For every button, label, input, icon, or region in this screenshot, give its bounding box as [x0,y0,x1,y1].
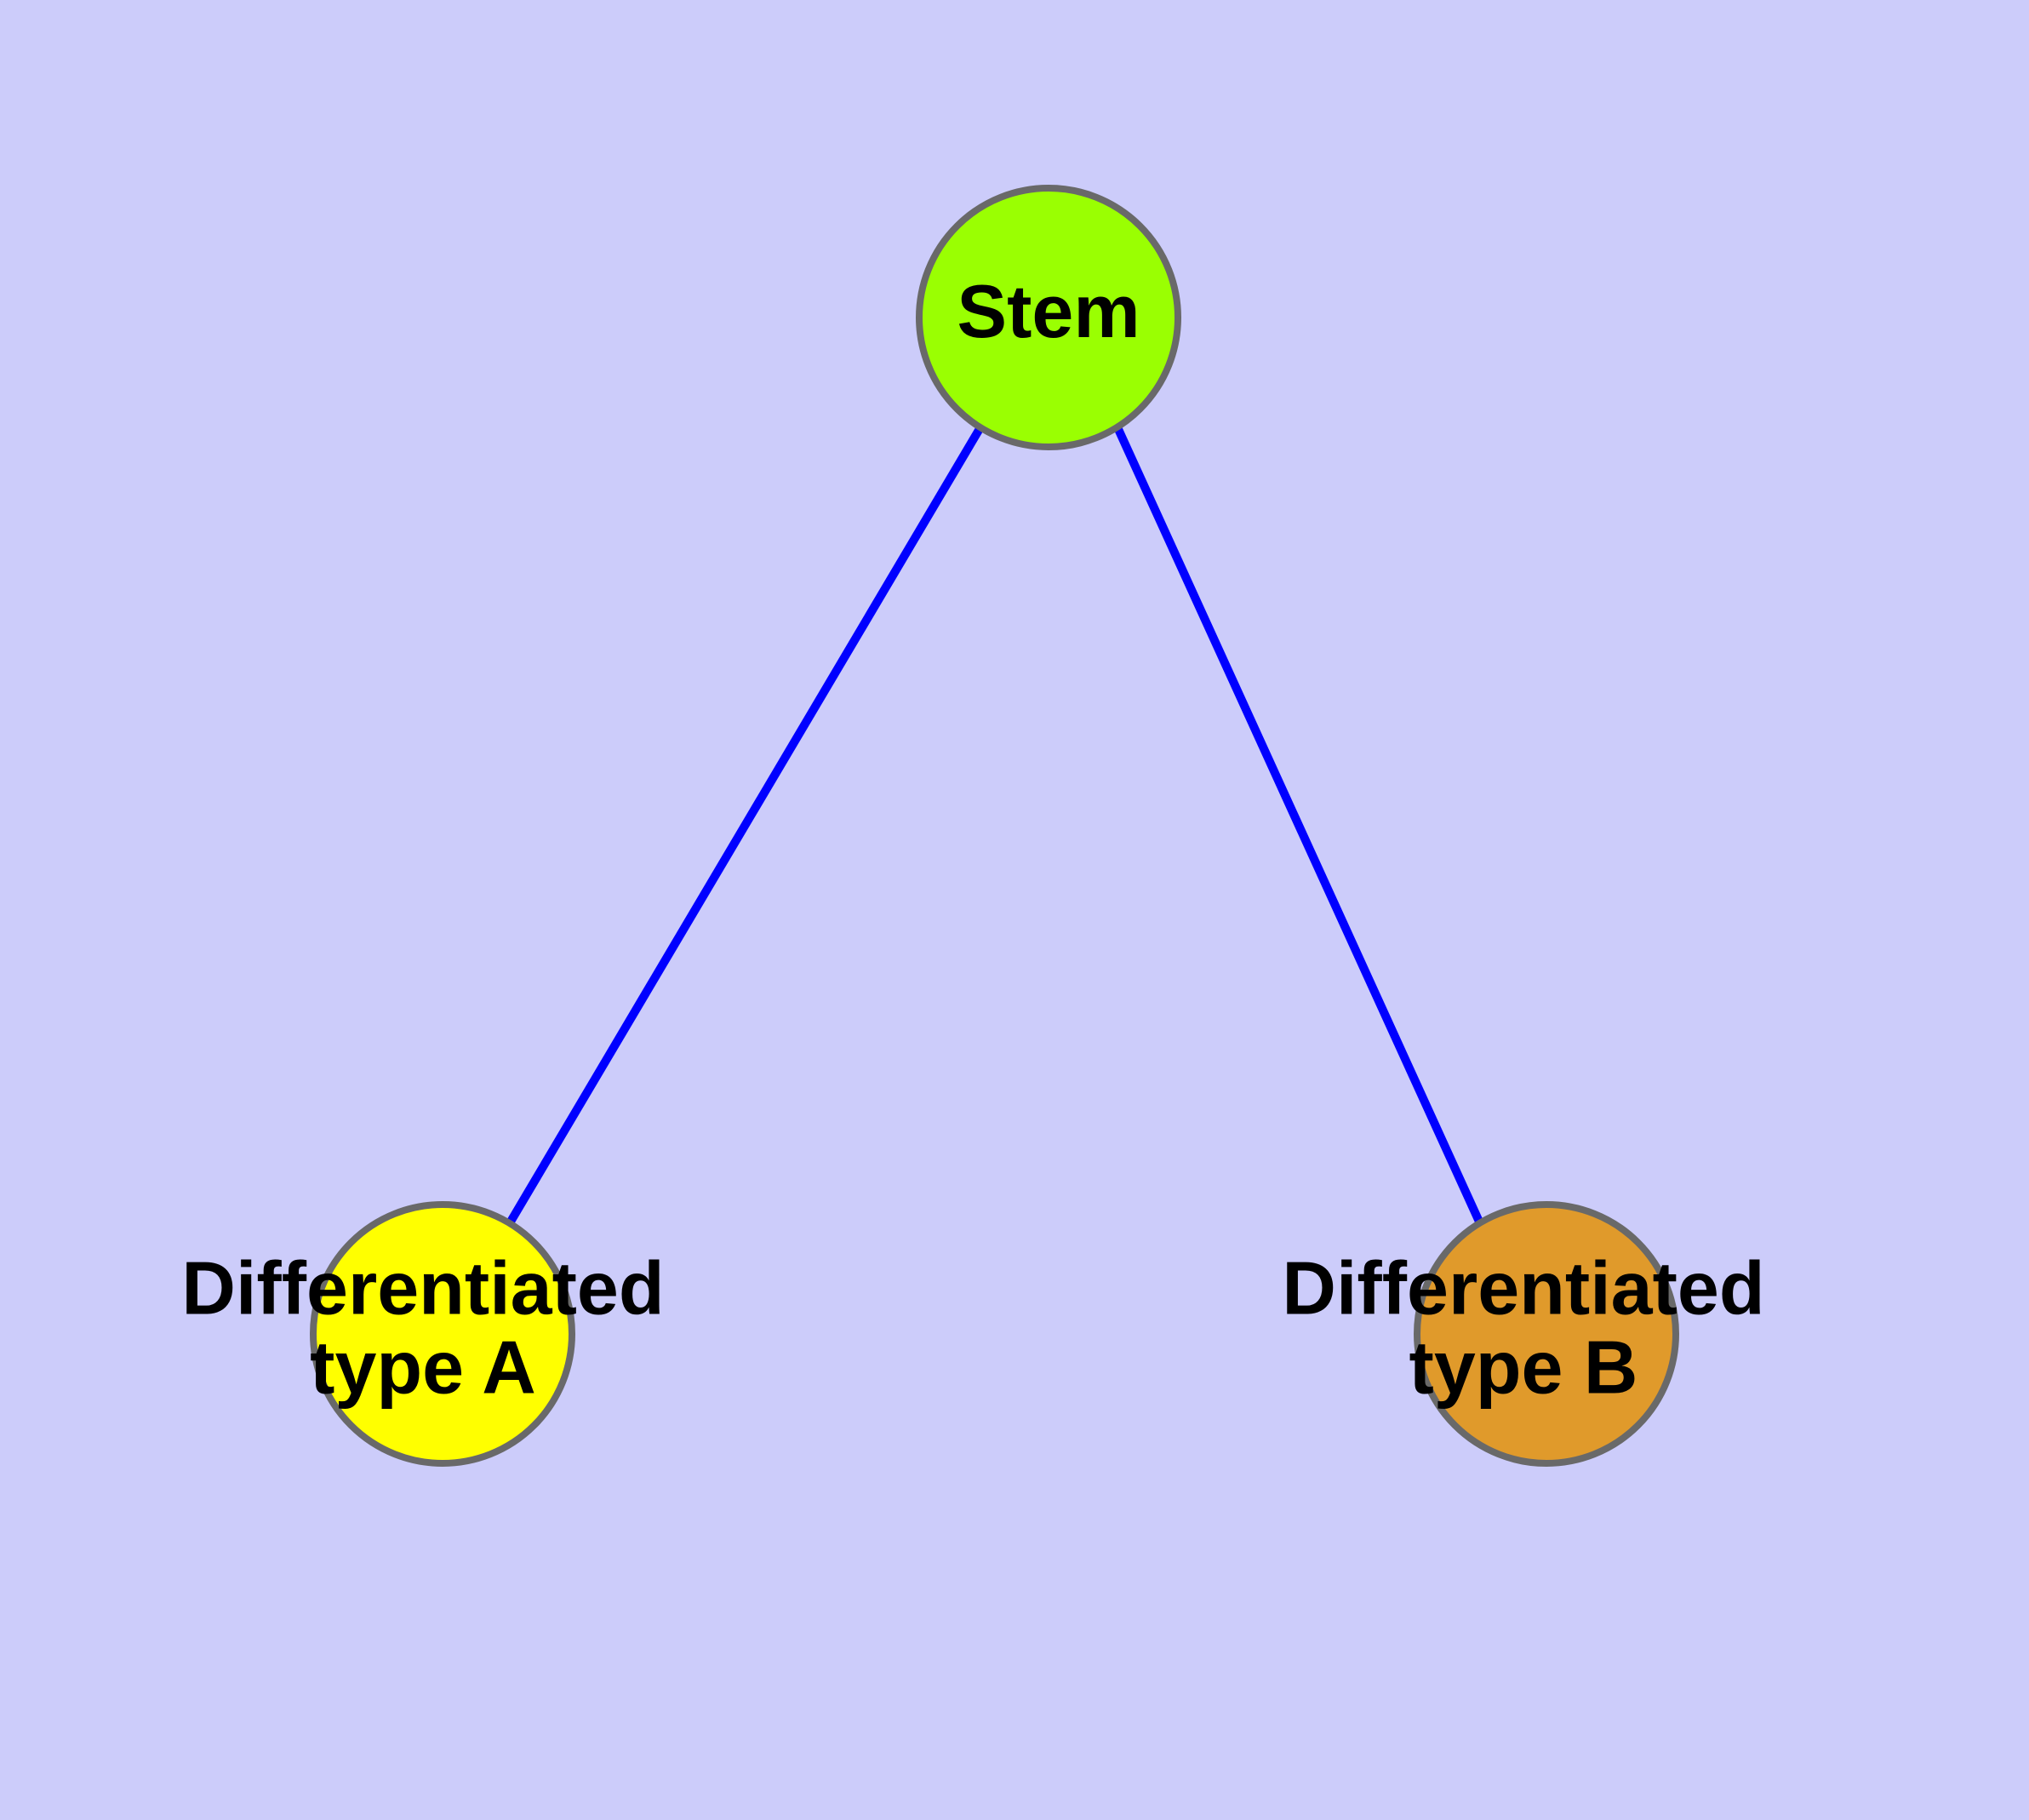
node-label-line: type B [1409,1325,1638,1410]
edge-stem-to-type-b[interactable] [1113,425,1483,1224]
node-circle-stem[interactable] [916,185,1181,450]
edge-layer [506,425,1483,1224]
node-label-stem: Stem [957,269,1140,353]
node-label-line: Differentiated [1282,1246,1764,1331]
node-label-line: type A [310,1325,536,1410]
node-circle-differentiated-type-b[interactable] [1414,1201,1679,1467]
edge-stem-to-type-a[interactable] [506,425,985,1224]
node-layer [310,185,1679,1467]
node-circle-differentiated-type-a[interactable] [310,1201,575,1467]
node-label-line: Stem [957,269,1140,353]
node-label-line: Differentiated [181,1246,664,1331]
